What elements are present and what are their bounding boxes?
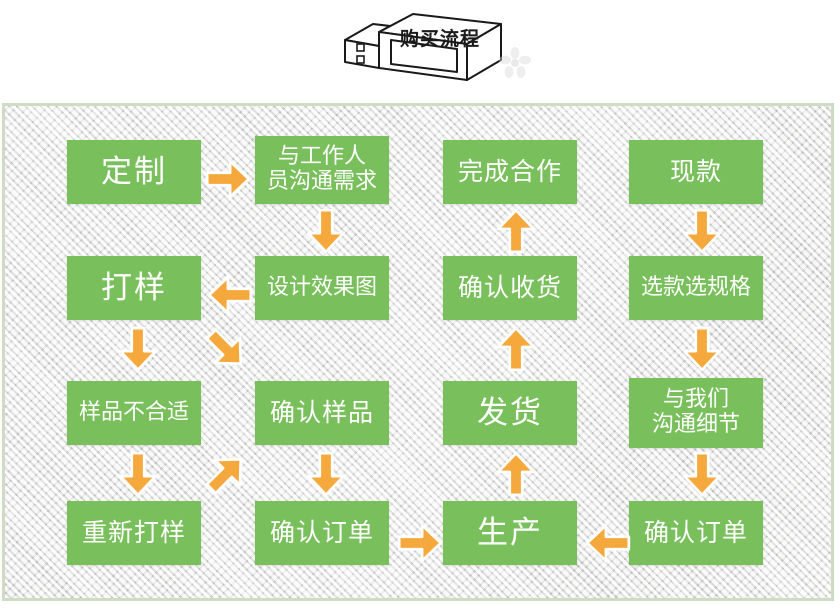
flow-node-n10: 确认样品 [255, 381, 389, 445]
flow-node-n11: 发货 [443, 381, 577, 445]
flowchart-panel: 定制与工作人 员沟通需求完成合作现款打样设计效果图确认收货选款选规格样品不合适确… [2, 103, 834, 601]
flow-node-n13: 重新打样 [67, 501, 201, 565]
flow-node-n12: 与我们 沟通细节 [629, 378, 763, 448]
flow-node-n1: 定制 [67, 140, 201, 204]
header: 购买流程 [0, 0, 840, 100]
flow-node-n15: 生产 [443, 501, 577, 565]
flow-node-n6: 设计效果图 [255, 256, 389, 320]
flow-node-n16: 确认订单 [629, 501, 763, 565]
flow-arrow-n7-to-n3 [491, 206, 541, 256]
flow-node-n8: 选款选规格 [629, 256, 763, 320]
flow-arrow-n10-to-n14 [301, 449, 351, 499]
flow-arrow-n6-to-n5 [205, 270, 255, 320]
flow-arrow-n2-to-n6 [301, 206, 351, 256]
flow-node-n5: 打样 [67, 256, 201, 320]
flow-arrow-n12-to-n16 [677, 449, 727, 499]
flow-arrow-n15-to-n11 [491, 449, 541, 499]
flow-node-n2: 与工作人 员沟通需求 [255, 136, 389, 204]
flow-arrow-n5-to-n10 [201, 324, 251, 374]
flow-arrow-n9-to-n13 [113, 449, 163, 499]
flow-arrow-n13-to-n10 [201, 449, 251, 499]
flow-arrow-n1-to-n2 [203, 154, 253, 204]
flow-node-n4: 现款 [629, 140, 763, 204]
flow-arrow-n8-to-n12 [677, 324, 727, 374]
flow-arrow-n4-to-n8 [677, 206, 727, 256]
flower-watermark-icon [498, 46, 532, 80]
usb-flash-drive-icon [335, 6, 505, 90]
flow-arrow-n14-to-n15 [395, 518, 445, 568]
flow-node-n9: 样品不合适 [67, 381, 201, 445]
flow-node-n3: 完成合作 [443, 140, 577, 204]
flow-node-n14: 确认订单 [255, 501, 389, 565]
flow-arrow-n5-to-n9 [113, 324, 163, 374]
flow-arrow-n16-to-n15 [583, 518, 633, 568]
flow-node-n7: 确认收货 [443, 256, 577, 320]
flow-arrow-n11-to-n7 [491, 324, 541, 374]
page-title: 购买流程 [399, 28, 480, 50]
